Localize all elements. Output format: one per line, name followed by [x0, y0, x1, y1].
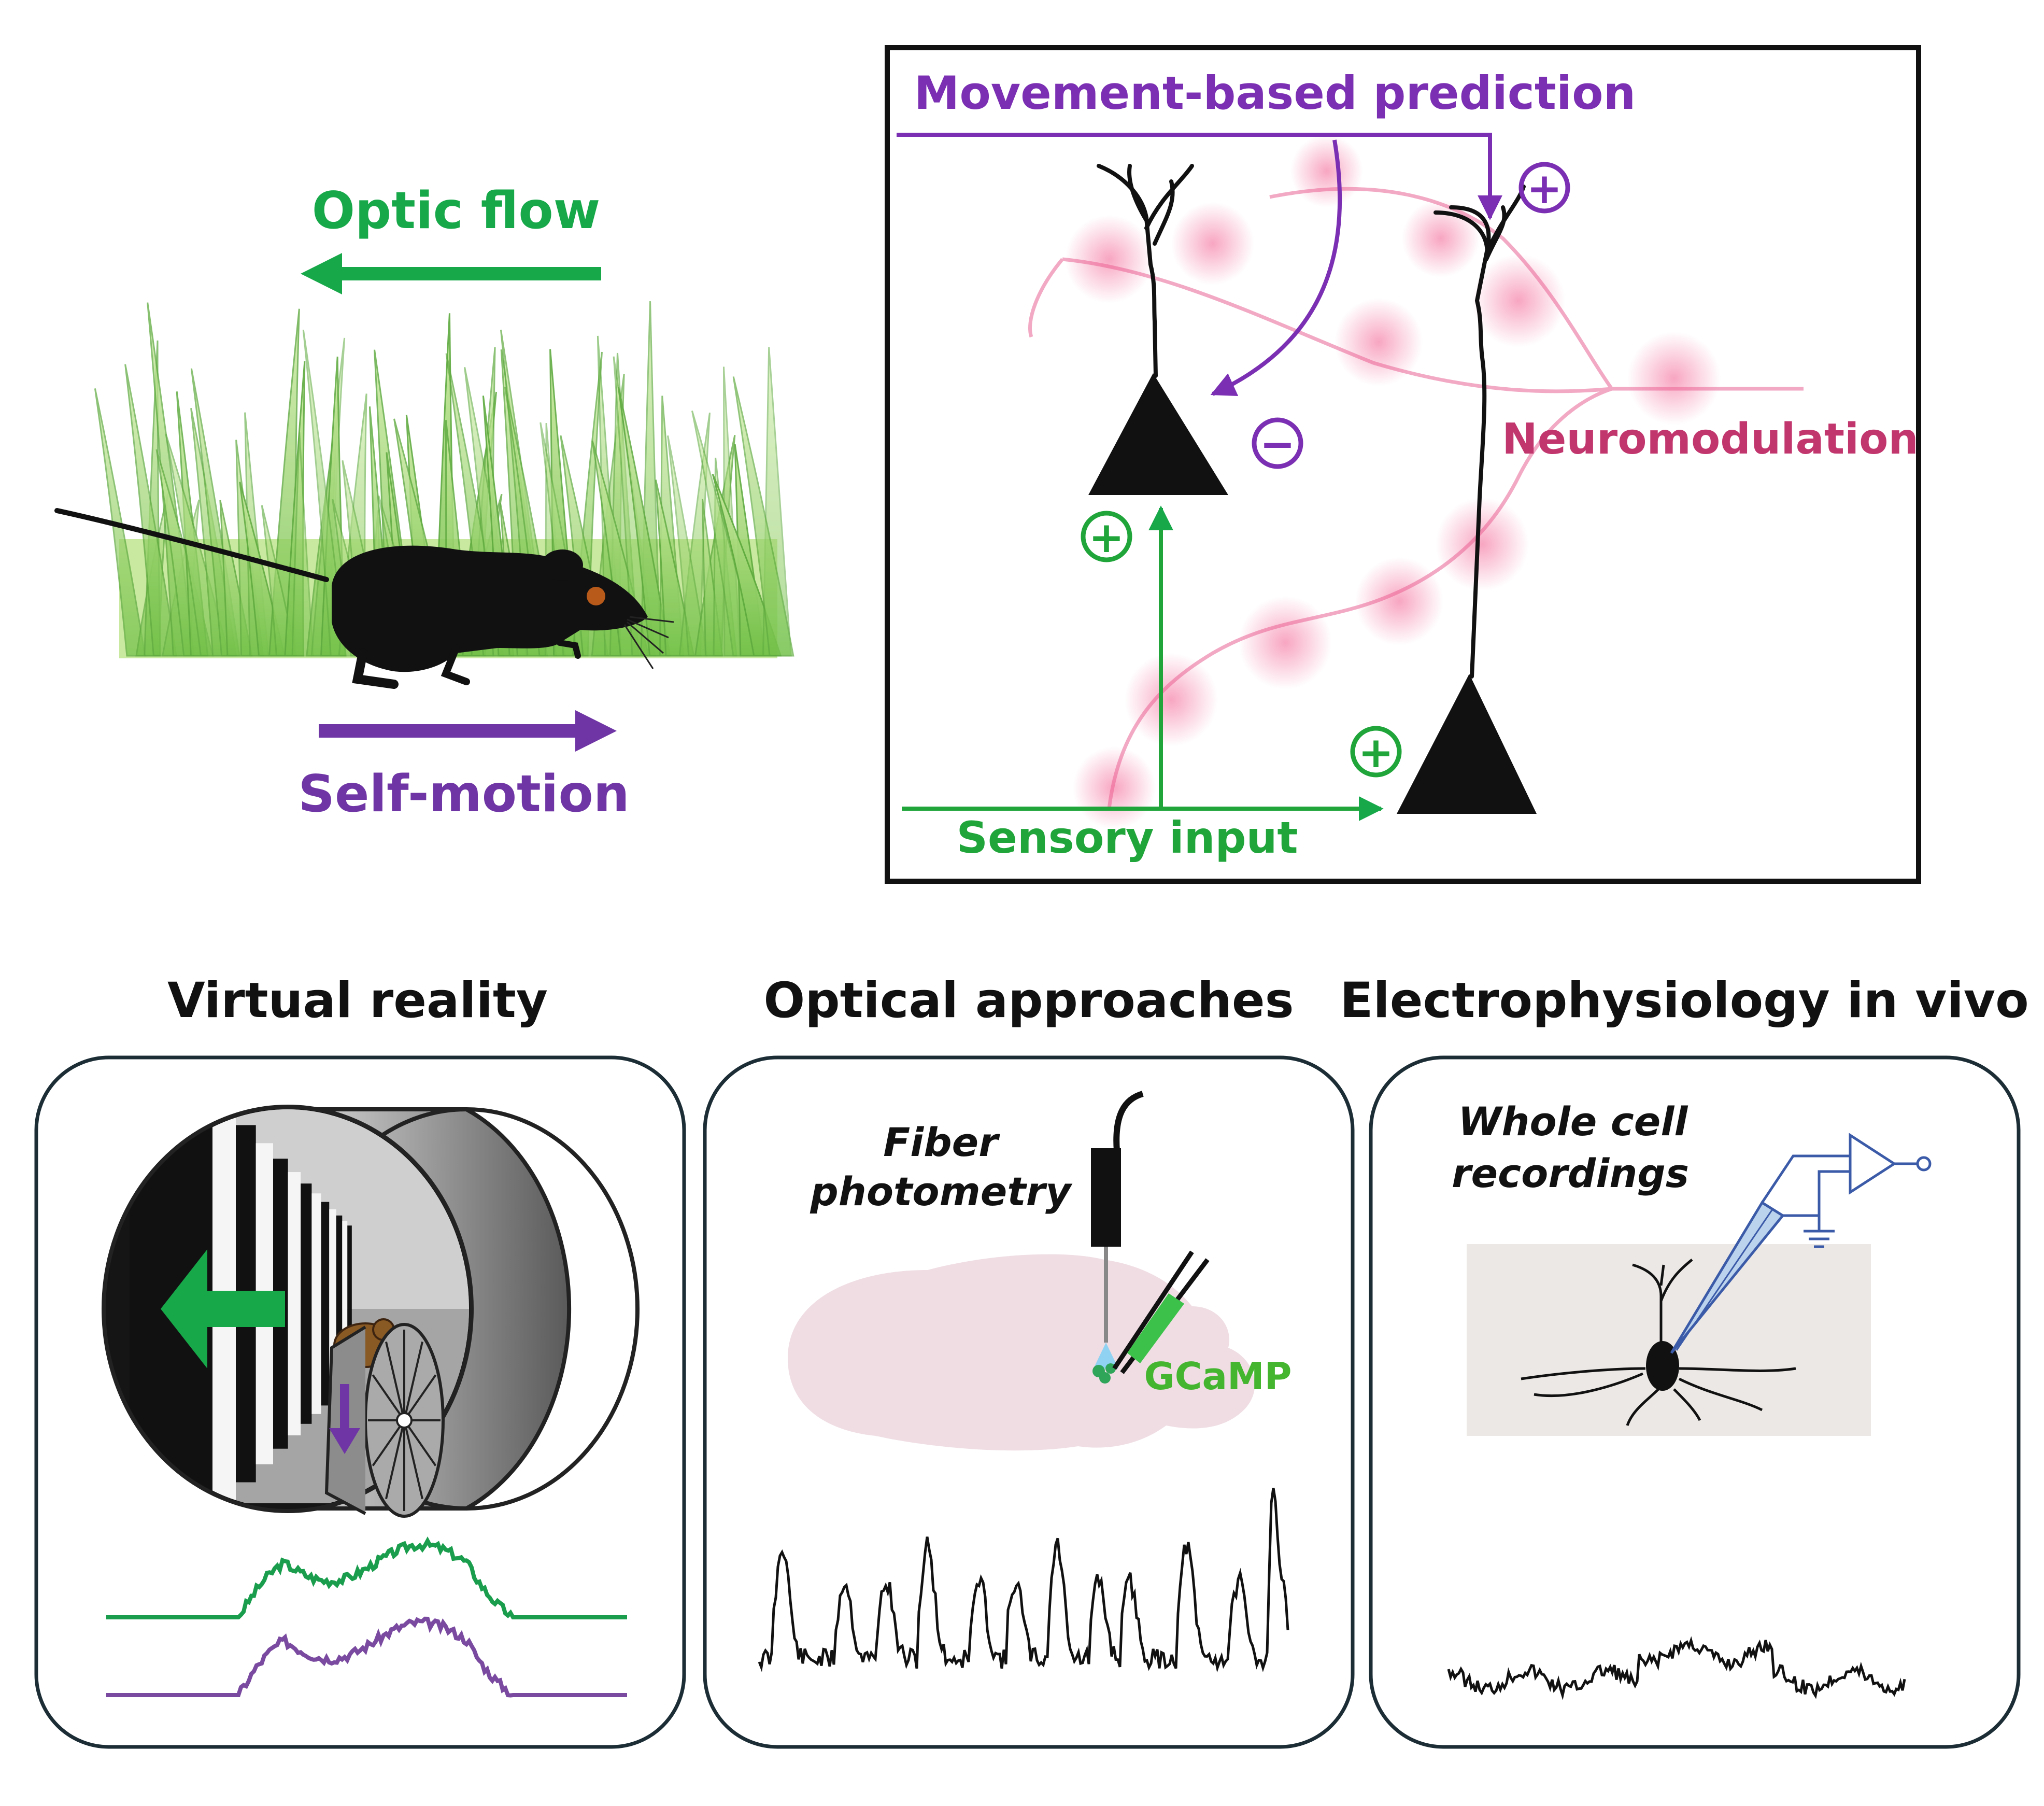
self-motion-arrow [319, 710, 617, 752]
ephys-panel-title: Electrophysiology in vivo [1340, 972, 2028, 1029]
whole-cell-label: Whole cell [1458, 1098, 1688, 1145]
movement-prediction-label: Movement-based prediction [914, 66, 1636, 120]
optic-flow-label: Optic flow [312, 181, 601, 241]
membrane-potential-trace [1447, 1636, 1906, 1700]
self-motion-label: Self-motion [298, 765, 629, 824]
ground-icon [1804, 1216, 1835, 1248]
optic-fiber-icon [1091, 1091, 1144, 1384]
mouse-icon [54, 508, 674, 689]
self-motion-arrow [329, 1384, 360, 1454]
sensory-input-label: Sensory input [956, 812, 1298, 863]
vr-panel-title: Virtual reality [167, 972, 548, 1029]
neuron-icon [1397, 185, 1537, 814]
neuromodulation-label: Neuromodulation [1502, 415, 1919, 464]
optic-flow-arrow [301, 253, 601, 294]
circuit-box [885, 45, 1921, 884]
pipette-icon [1670, 1201, 1785, 1354]
vr-tunnel-icon [102, 1105, 640, 1513]
brain-icon [788, 1254, 1255, 1451]
tissue-slice [1467, 1244, 1871, 1436]
svg-text:+: + [1527, 164, 1563, 214]
amplifier-icon [1761, 1133, 1932, 1217]
photometry-trace [758, 1488, 1289, 1673]
sensory-pathway [902, 505, 1384, 821]
excitation-symbol: + [1518, 162, 1570, 214]
excitation-symbol: + [1081, 511, 1132, 562]
neuron-icon [1088, 164, 1228, 495]
optical-panel-title: Optical approaches [763, 972, 1294, 1029]
svg-text:+: + [1089, 513, 1125, 562]
svg-text:+: + [1358, 728, 1394, 778]
inhibition-symbol: − [1252, 417, 1303, 469]
gcamp-label: GCaMP [1144, 1354, 1292, 1398]
fiber-photometry-label: photometry [810, 1168, 1073, 1215]
prediction-pathway [897, 133, 1502, 396]
vr-activity-traces [106, 1536, 627, 1698]
pipette-icon [1112, 1250, 1210, 1374]
excitation-symbol: + [1350, 726, 1402, 778]
whole-cell-label: recordings [1452, 1150, 1689, 1196]
neuron-icon [1521, 1259, 1796, 1426]
fiber-photometry-label: Fiber [883, 1119, 1000, 1165]
svg-text:−: − [1260, 420, 1296, 469]
